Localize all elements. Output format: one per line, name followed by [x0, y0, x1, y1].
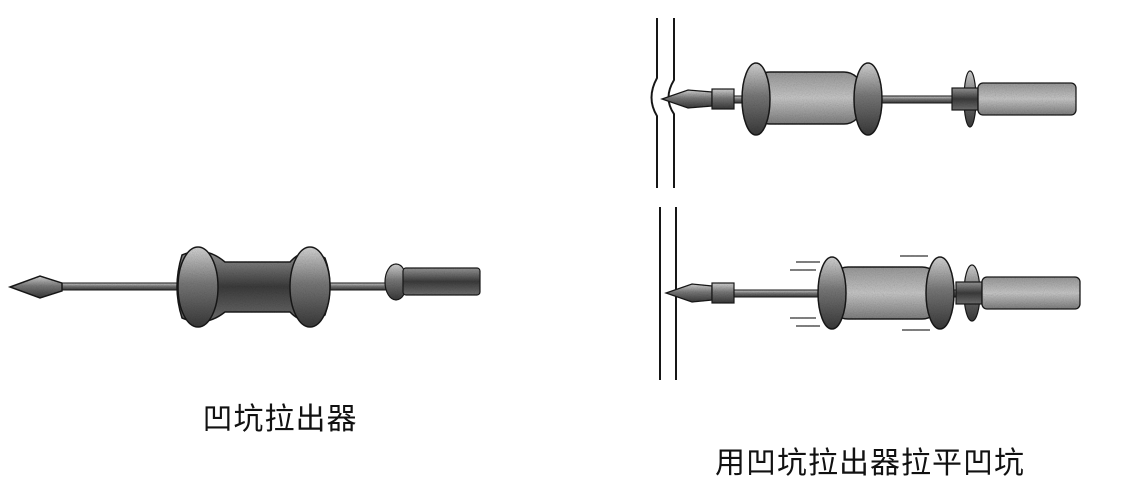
handle-rear-ring: [925, 256, 955, 330]
body-panel: [650, 18, 658, 188]
tip-collar: [711, 88, 735, 110]
handle-front-ring: [817, 256, 847, 330]
motion-lines: [790, 255, 930, 331]
puller-pulling-dent-flat: [659, 207, 1081, 380]
tip-collar: [711, 282, 735, 304]
screw-tip: [664, 283, 713, 303]
rear-grip: [981, 276, 1081, 310]
usage-caption: 用凹坑拉出器拉平凹坑: [715, 446, 1025, 481]
puller-attached-to-dent: [650, 18, 1077, 188]
slide-hammer-front-flange: [177, 246, 219, 328]
dent-puller-tool: [7, 246, 481, 328]
slide-hammer-rear-flange: [289, 246, 331, 328]
stop-collar: [955, 281, 983, 305]
handle-front-ring: [741, 62, 771, 136]
handle-rear-ring: [853, 62, 883, 136]
puller-tip: [7, 275, 63, 299]
rear-grip: [402, 267, 481, 296]
stop-collar: [951, 87, 979, 111]
tool-caption: 凹坑拉出器: [202, 402, 358, 437]
rear-grip: [977, 82, 1077, 116]
